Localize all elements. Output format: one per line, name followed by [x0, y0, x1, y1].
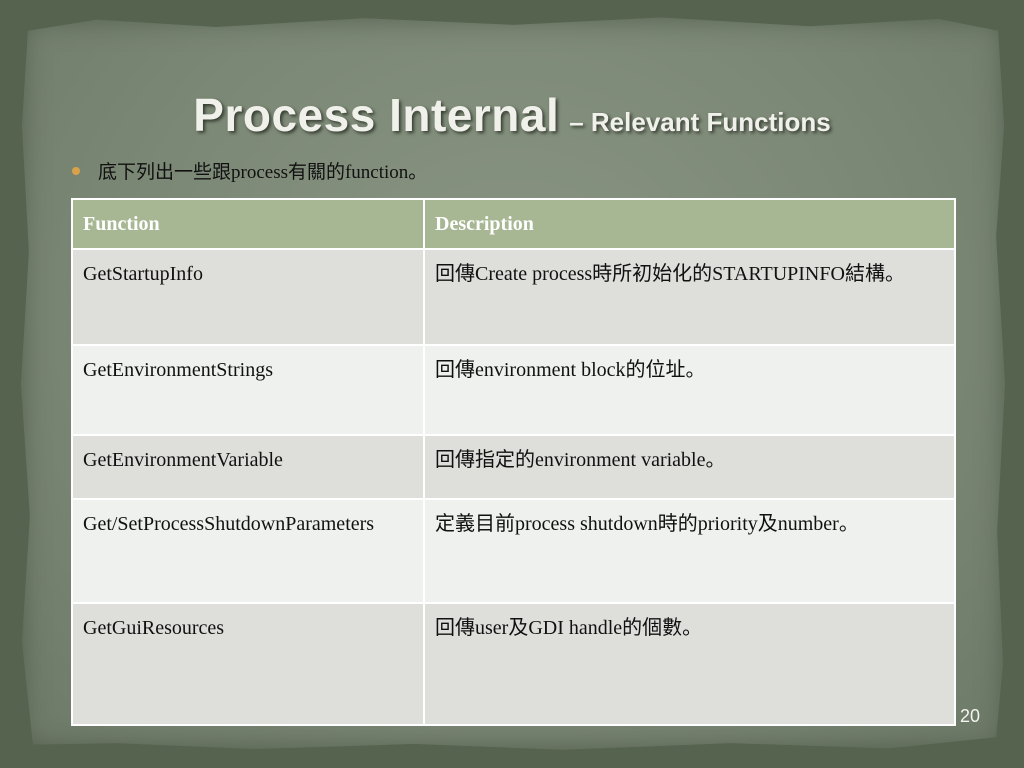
- functions-table: Function Description GetStartupInfo 回傳Cr…: [71, 198, 956, 726]
- bullet-text: 底下列出一些跟process有關的function。: [98, 162, 428, 183]
- title-main: Process Internal: [193, 89, 560, 141]
- page-number: 20: [960, 706, 981, 726]
- table-row: GetStartupInfo 回傳Create process時所初始化的STA…: [71, 248, 956, 346]
- function-cell: Get/SetProcessShutdownParameters: [71, 498, 425, 604]
- table-row: GetEnvironmentVariable 回傳指定的environment …: [71, 434, 956, 500]
- function-cell: GetStartupInfo: [71, 248, 425, 346]
- description-cell: 回傳指定的environment variable。: [423, 434, 956, 500]
- table-header-row: Function Description: [71, 198, 956, 250]
- description-cell: 定義目前process shutdown時的priority及number。: [423, 498, 956, 604]
- functions-table-container: Function Description GetStartupInfo 回傳Cr…: [71, 198, 956, 726]
- function-cell: GetGuiResources: [71, 602, 425, 726]
- description-cell: 回傳user及GDI handle的個數。: [423, 602, 956, 726]
- header-function: Function: [71, 198, 425, 250]
- table-row: GetGuiResources 回傳user及GDI handle的個數。: [71, 602, 956, 726]
- header-description: Description: [423, 198, 956, 250]
- description-cell: 回傳environment block的位址。: [423, 344, 956, 436]
- bullet-item: 底下列出一些跟process有關的function。: [72, 157, 427, 184]
- table-row: GetEnvironmentStrings 回傳environment bloc…: [71, 344, 956, 436]
- function-cell: GetEnvironmentStrings: [71, 344, 425, 436]
- slide-title: Process Internal – Relevant Functions: [0, 88, 1024, 142]
- table-row: Get/SetProcessShutdownParameters 定義目前pro…: [71, 498, 956, 604]
- function-cell: GetEnvironmentVariable: [71, 434, 425, 500]
- description-cell: 回傳Create process時所初始化的STARTUPINFO結構。: [423, 248, 956, 346]
- bullet-dot-icon: [72, 166, 80, 175]
- title-subtitle: – Relevant Functions: [569, 107, 831, 137]
